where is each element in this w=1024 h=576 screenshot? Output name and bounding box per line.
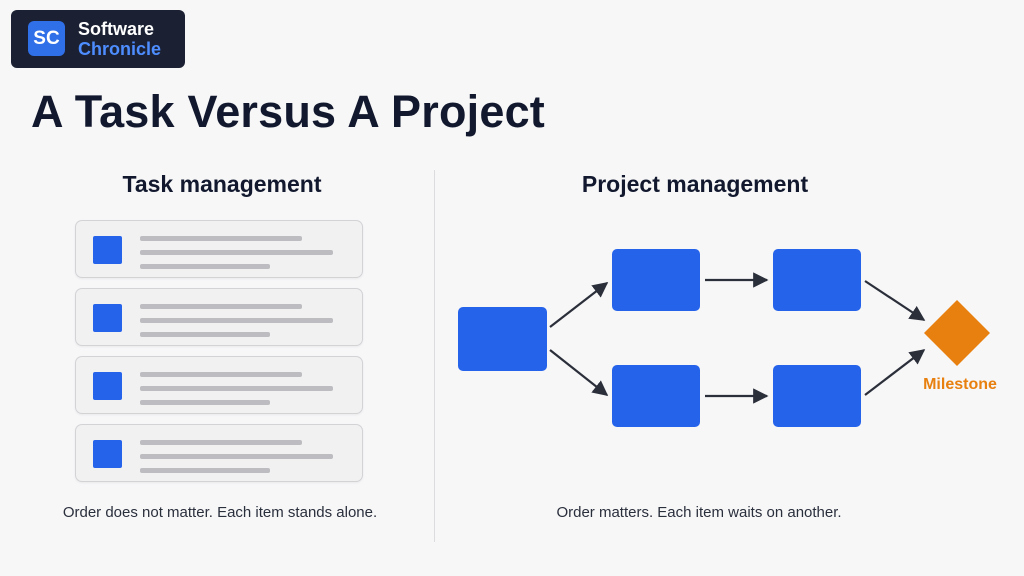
brand-name: Software Chronicle [78, 19, 161, 59]
text-line-placeholder [140, 318, 333, 323]
task-card [75, 424, 363, 482]
task-card [75, 356, 363, 414]
page-title: A Task Versus A Project [31, 86, 545, 137]
text-line-placeholder [140, 468, 270, 473]
text-line-placeholder [140, 440, 302, 445]
task-caption: Order does not matter. Each item stands … [62, 504, 378, 521]
task-square-icon [93, 236, 122, 264]
section-divider [434, 170, 435, 542]
task-square-icon [93, 372, 122, 400]
dependency-arrow [864, 280, 926, 321]
text-line-placeholder [140, 332, 270, 337]
dependency-arrow [549, 282, 609, 328]
upper-task-node-1 [612, 249, 700, 311]
milestone-label: Milestone [923, 376, 997, 393]
upper-task-node-2 [773, 249, 861, 311]
brand-initials: SC [28, 21, 65, 56]
task-card [75, 220, 363, 278]
lower-task-node-2 [773, 365, 861, 427]
text-line-placeholder [140, 454, 333, 459]
task-section-heading: Task management [122, 171, 322, 197]
text-line-placeholder [140, 264, 270, 269]
brand-logo: SC Software Chronicle [11, 10, 185, 68]
dependency-arrow [864, 349, 926, 396]
text-line-placeholder [140, 372, 302, 377]
start-task-node [458, 307, 547, 371]
task-square-icon [93, 440, 122, 468]
milestone-diamond-icon [924, 300, 990, 366]
lower-task-node-1 [612, 365, 700, 427]
dependency-arrow [549, 349, 609, 396]
text-line-placeholder [140, 400, 270, 405]
text-line-placeholder [140, 386, 333, 391]
text-line-placeholder [140, 236, 302, 241]
project-section-heading: Project management [581, 171, 809, 197]
text-line-placeholder [140, 250, 333, 255]
text-line-placeholder [140, 304, 302, 309]
task-card [75, 288, 363, 346]
brand-name-line2: Chronicle [78, 39, 162, 59]
task-square-icon [93, 304, 122, 332]
brand-name-line1: Software [78, 19, 155, 39]
project-caption: Order matters. Each item waits on anothe… [556, 504, 842, 521]
